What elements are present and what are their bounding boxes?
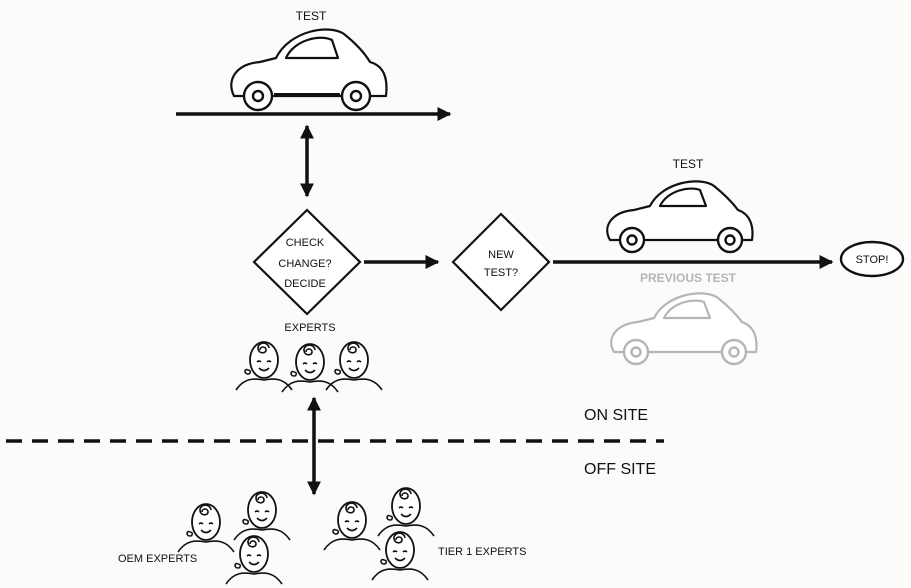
tier1-experts-label: TIER 1 EXPERTS bbox=[438, 546, 526, 558]
expert-head bbox=[325, 341, 383, 391]
onsite-experts-group bbox=[235, 341, 383, 393]
on-site-label: ON SITE bbox=[584, 407, 648, 424]
expert-head bbox=[323, 501, 381, 551]
expert-head bbox=[371, 531, 429, 581]
expert-head bbox=[235, 341, 293, 391]
decision-line-1: CHECK bbox=[286, 237, 325, 249]
previous-test-label: PREVIOUS TEST bbox=[640, 271, 737, 285]
decision-line-3: DECIDE bbox=[284, 278, 326, 290]
new-test-diamond: NEW TEST? bbox=[451, 212, 551, 312]
tier1-experts-group bbox=[323, 487, 435, 581]
expert-head bbox=[177, 503, 235, 553]
new-test-line-1: NEW bbox=[488, 249, 514, 261]
decision-line-2: CHANGE? bbox=[278, 258, 331, 270]
expert-head bbox=[233, 491, 291, 541]
decision-diamond: CHECK CHANGE? DECIDE bbox=[252, 208, 362, 316]
oem-experts-label: OEM EXPERTS bbox=[118, 553, 197, 565]
top-car-label: TEST bbox=[296, 9, 327, 23]
expert-head bbox=[225, 535, 283, 585]
off-site-label: OFF SITE bbox=[584, 461, 656, 478]
oem-experts-group bbox=[177, 491, 291, 585]
new-test-line-2: TEST? bbox=[484, 267, 518, 279]
experts-label: EXPERTS bbox=[284, 322, 335, 334]
top-car bbox=[230, 28, 388, 112]
previous-test-car bbox=[610, 292, 758, 366]
right-car-label: TEST bbox=[673, 157, 704, 171]
stop-node: STOP! bbox=[839, 240, 905, 278]
expert-head bbox=[377, 487, 435, 537]
right-car bbox=[606, 180, 754, 254]
stop-label: STOP! bbox=[856, 254, 889, 266]
